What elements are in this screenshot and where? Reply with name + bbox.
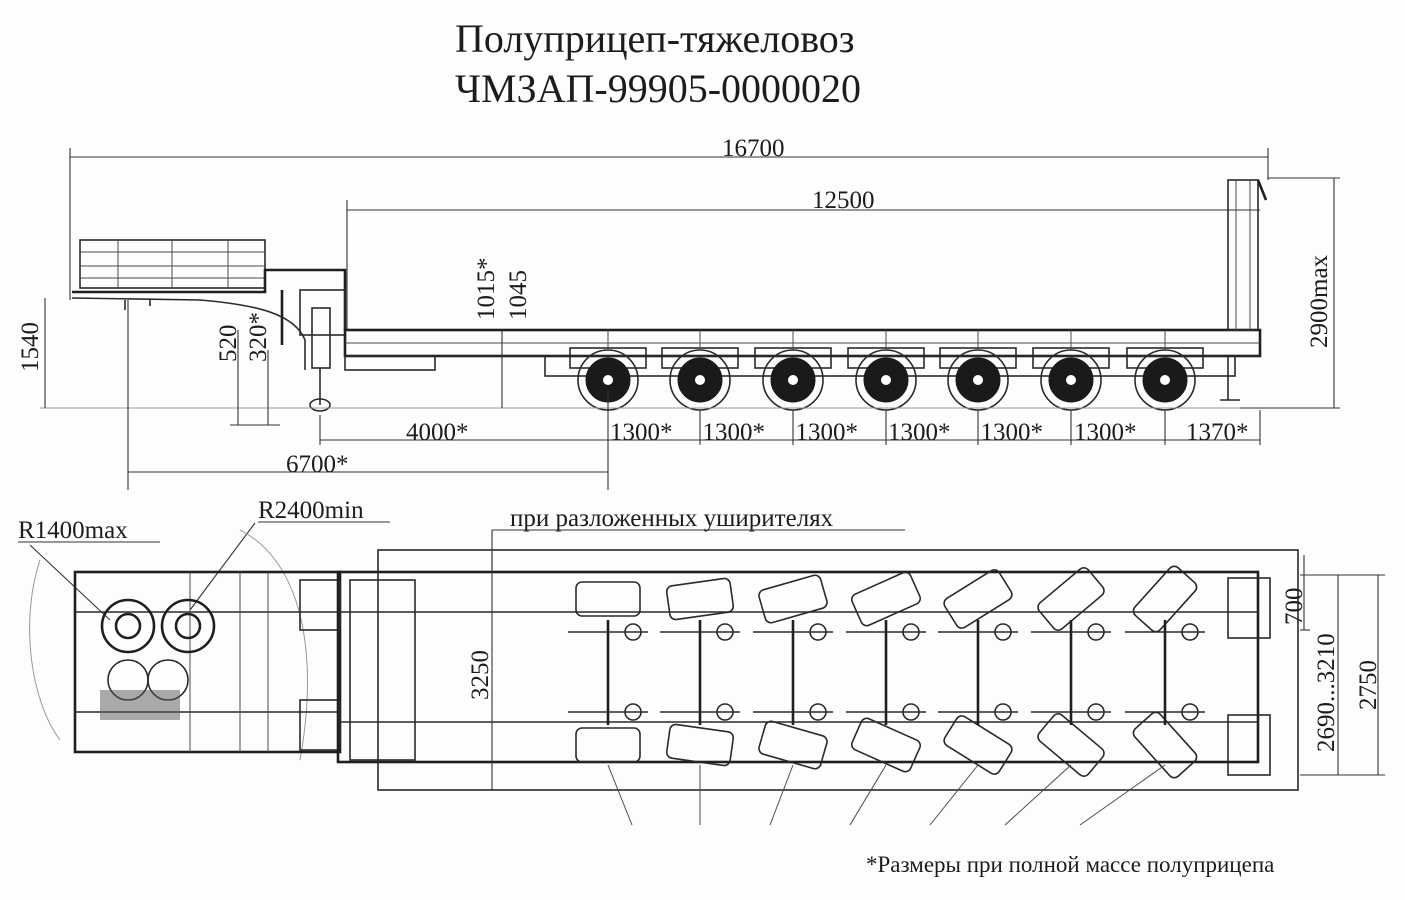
- axle-spacing-label: 1300*: [796, 419, 859, 446]
- rear-ramp: [1220, 179, 1268, 401]
- axle-spacing-label: 1300*: [888, 419, 951, 446]
- top-axle-group: [568, 565, 1205, 779]
- gooseneck-rails: [79, 239, 266, 289]
- top-view: R1400max R2400min при разложенных уширит…: [18, 497, 1385, 826]
- front-wheel-right: [160, 598, 216, 654]
- gooseneck-top: [73, 570, 342, 754]
- leader-line: [1079, 764, 1166, 826]
- platform-length-label: 12500: [812, 187, 875, 214]
- top-wheel-pair-4: [846, 571, 926, 773]
- platform-height-loaded-label: 1015*: [473, 258, 500, 321]
- axle-group: [569, 330, 1204, 411]
- main-platform: [343, 328, 1262, 377]
- title-line-2: ЧМЗАП-99905-0000020: [455, 66, 861, 111]
- rear-overhang-label: 1370*: [1186, 419, 1249, 446]
- leader-line: [1004, 764, 1072, 826]
- axle-spacing-label: 1300*: [1074, 419, 1137, 446]
- max-height-label: 2900max: [1306, 254, 1333, 348]
- top-wheel-pair-2: [660, 577, 740, 767]
- axle-spacing-label: 1300*: [981, 419, 1044, 446]
- wheel-6: [1032, 330, 1110, 411]
- top-wheel-pair-1: [568, 581, 648, 763]
- kingpin-height-loaded-label: 320*: [245, 312, 272, 362]
- top-wheel-pair-3: [753, 574, 833, 770]
- footnote: *Размеры при полной массе полуприцепа: [866, 852, 1274, 877]
- top-wheel-pair-6: [1031, 567, 1111, 777]
- coupling-height-label: 1540: [17, 322, 44, 372]
- wheel-7: [1126, 330, 1204, 411]
- axle-spacing-label: 1300*: [610, 419, 673, 446]
- side-view: 16700 12500: [17, 135, 1340, 490]
- title-line-1: Полуприцеп-тяжеловоз: [455, 16, 855, 61]
- wheel-1: [569, 330, 647, 411]
- wheel-4: [847, 330, 925, 411]
- wheel-5: [939, 330, 1017, 411]
- top-wheel-pair-7: [1125, 565, 1205, 779]
- leader-line: [607, 764, 633, 826]
- kingpin-height-label: 520: [215, 325, 242, 363]
- axle-spacing-label: 1300*: [703, 419, 766, 446]
- front-to-axle-label: 6700*: [286, 451, 349, 478]
- deck-top: [336, 549, 1299, 791]
- top-wheel-pair-5: [938, 569, 1018, 775]
- front-radius-label: R1400max: [18, 517, 128, 544]
- width-label: 2750: [1355, 660, 1382, 710]
- leader-line: [769, 764, 794, 826]
- leader-line: [849, 764, 887, 826]
- overall-length-label: 16700: [722, 135, 785, 162]
- wheel-2: [661, 330, 739, 411]
- axle-spacing-dims: 1300* 1300* 1300* 1300* 1300* 1300*: [610, 410, 1166, 446]
- platform-height-label: 1045: [505, 270, 532, 320]
- wheel-leaders: [607, 764, 1166, 826]
- extenders-label: при разложенных уширителях: [510, 505, 834, 532]
- leader-line: [929, 764, 979, 826]
- track-range-label: 2690...3210: [1313, 633, 1340, 752]
- kingpin-to-axle-label: 4000*: [406, 419, 469, 446]
- front-wheel-left: [100, 598, 156, 654]
- width-extended-label: 3250: [467, 650, 494, 700]
- swing-radius-label: R2400min: [258, 497, 364, 524]
- ramp-width-label: 700: [1281, 588, 1308, 626]
- wheel-3: [754, 330, 832, 411]
